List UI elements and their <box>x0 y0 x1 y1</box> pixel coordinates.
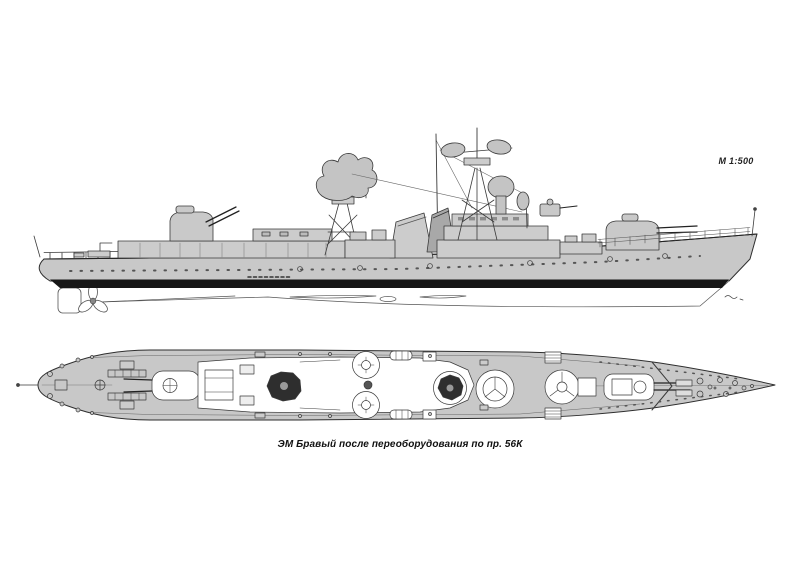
aft-funnel <box>389 212 434 259</box>
plan-superstructure-details <box>204 359 341 411</box>
jackstaff <box>751 207 757 237</box>
aft-deckhouse <box>117 228 346 259</box>
midship-deck-clutter <box>254 351 489 419</box>
air-search-radar <box>315 153 378 201</box>
figure-caption: ЭМ Бравый после переоборудования по пр. … <box>277 439 523 450</box>
stern-fittings <box>33 235 121 259</box>
plan-forward-platform <box>544 369 580 405</box>
plan-funnel-platform <box>475 369 515 409</box>
plan-aft-radar <box>266 371 302 402</box>
plan-aft-turret <box>123 370 201 401</box>
pedestal-radar <box>487 175 515 215</box>
plan-superstructure <box>197 356 475 414</box>
plan-boats <box>389 350 413 420</box>
stern-deck-fittings <box>47 355 147 415</box>
fire-director <box>539 198 578 217</box>
plan-forward-turret <box>603 373 691 401</box>
plan-gun-platforms <box>352 351 380 419</box>
bow-railing <box>597 227 751 248</box>
plan-waist-block <box>577 377 597 397</box>
anchor-gear <box>675 377 713 398</box>
aft-gun-turret <box>169 205 240 242</box>
mine-rails <box>107 369 147 401</box>
forward-gun-turret <box>605 213 698 251</box>
rudder <box>57 287 82 314</box>
scale-label: М 1:500 <box>718 156 754 166</box>
stern-flagstaff <box>16 383 39 387</box>
plan-fore-radar <box>433 371 467 405</box>
waterline-band <box>50 279 729 288</box>
deck-plan-view <box>16 349 776 421</box>
mid-deckhouse <box>344 229 396 259</box>
signature-mark <box>724 295 744 301</box>
porthole-row <box>69 253 701 278</box>
foremast <box>457 127 498 241</box>
forward-deckhouse <box>559 233 603 255</box>
capstan <box>94 379 106 391</box>
foremast-top-radar <box>440 139 513 158</box>
dish-antenna <box>516 191 530 229</box>
propeller <box>78 283 108 313</box>
underwater-hull <box>99 281 729 308</box>
side-profile-view <box>33 127 758 314</box>
bridge-superstructure <box>436 213 561 259</box>
